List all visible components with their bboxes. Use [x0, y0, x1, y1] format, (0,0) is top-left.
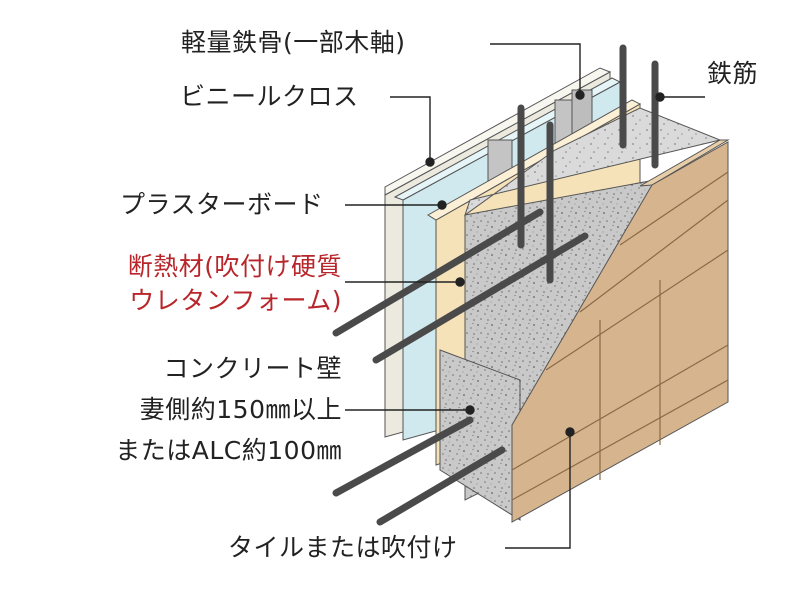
- vinyl-cloth-top: [384, 67, 612, 196]
- label-insulation-line1: 断熱材(吹付け硬質: [127, 252, 342, 281]
- tile-joints: [511, 171, 729, 501]
- rebar-horizontal: [332, 208, 544, 337]
- concrete-side: [439, 349, 521, 521]
- label-concrete-line1: コンクリート壁: [163, 354, 342, 383]
- label-steel-frame: 軽量鉄骨(一部木軸): [181, 28, 406, 57]
- rebar-horizontal: [372, 232, 589, 364]
- rebar-horizontal: [376, 446, 506, 526]
- label-vinyl-cloth: ビニールクロス: [180, 82, 359, 111]
- label-plaster-board: プラスターボード: [120, 190, 324, 219]
- tile-layer: [511, 139, 730, 523]
- label-tile: タイルまたは吹付け: [228, 533, 458, 562]
- label-rebar: 鉄筋: [707, 59, 759, 88]
- rebar-set: [332, 44, 659, 526]
- label-insulation-line2: ウレタンフォーム): [129, 286, 342, 315]
- label-concrete-line2: 妻側約150㎜以上: [139, 395, 342, 424]
- tile-face: [511, 141, 729, 523]
- leader-steel-frame: [490, 43, 581, 95]
- leader-vinyl-cloth: [390, 96, 431, 162]
- label-concrete-line3: またはALC約100㎜: [115, 436, 342, 465]
- tile-top-edge: [639, 139, 730, 187]
- leader-tile: [505, 432, 571, 549]
- leader-lines: [345, 43, 705, 549]
- insulation-top: [427, 99, 642, 221]
- rebar-horizontal: [332, 416, 474, 497]
